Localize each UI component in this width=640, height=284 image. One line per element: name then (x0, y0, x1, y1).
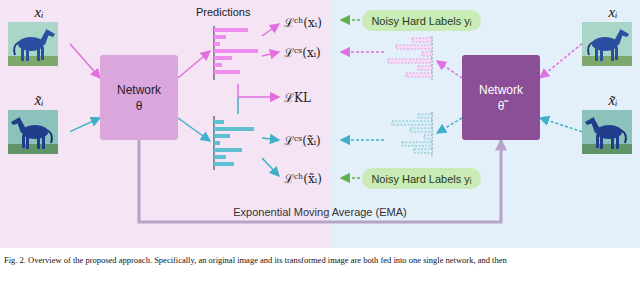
node-text: xᵢ (582, 4, 640, 20)
connector-arrow (139, 140, 501, 222)
input-image: x̃ᵢ (582, 92, 640, 156)
loss-label: ℒᶜˢ(xᵢ) (284, 44, 321, 61)
connector-arrow (540, 44, 582, 78)
label-pill: Noisy Hard Labels yᵢ (362, 10, 481, 31)
prediction-bars (214, 26, 258, 170)
node-text: Noisy Hard Labels yᵢ (371, 15, 471, 27)
input-image: xᵢ (8, 4, 70, 68)
node-text: Network θ (117, 82, 161, 114)
loss-label: ℒKL (284, 89, 311, 106)
loss-label: ℒᶜʰ(x̃ᵢ) (284, 170, 322, 187)
horse-image (582, 110, 632, 154)
label-pill: Noisy Hard Labels yᵢ (362, 168, 481, 189)
connector-arrow (540, 118, 582, 132)
node-text: x̃ᵢ (582, 92, 640, 108)
horse-image (582, 22, 632, 66)
loss-label: ℒᶜˢ(x̃ᵢ) (284, 132, 321, 149)
node-text: xᵢ (8, 4, 70, 20)
connector-arrow (70, 118, 100, 132)
input-image: x̃ᵢ (8, 92, 70, 156)
figure-caption: Fig. 2. Overview of the proposed approac… (4, 255, 507, 265)
teacher-bars (388, 36, 432, 156)
horse-image (8, 22, 58, 66)
leader-arrows (178, 20, 462, 178)
edge-label: Exponential Moving Average (EMA) (233, 206, 406, 218)
network-box: Network θ̃ (462, 55, 540, 140)
node-text: Network θ̃ (479, 82, 523, 114)
node-text: x̃ᵢ (8, 92, 70, 108)
node-text: Noisy Hard Labels yᵢ (371, 173, 471, 185)
chart-title: Predictions (196, 6, 250, 18)
horse-image (8, 110, 58, 154)
loss-label: ℒᶜʰ(xᵢ) (284, 14, 322, 31)
network-box: Network θ (100, 55, 178, 140)
input-image: xᵢ (582, 4, 640, 68)
connector-arrow (70, 44, 100, 78)
